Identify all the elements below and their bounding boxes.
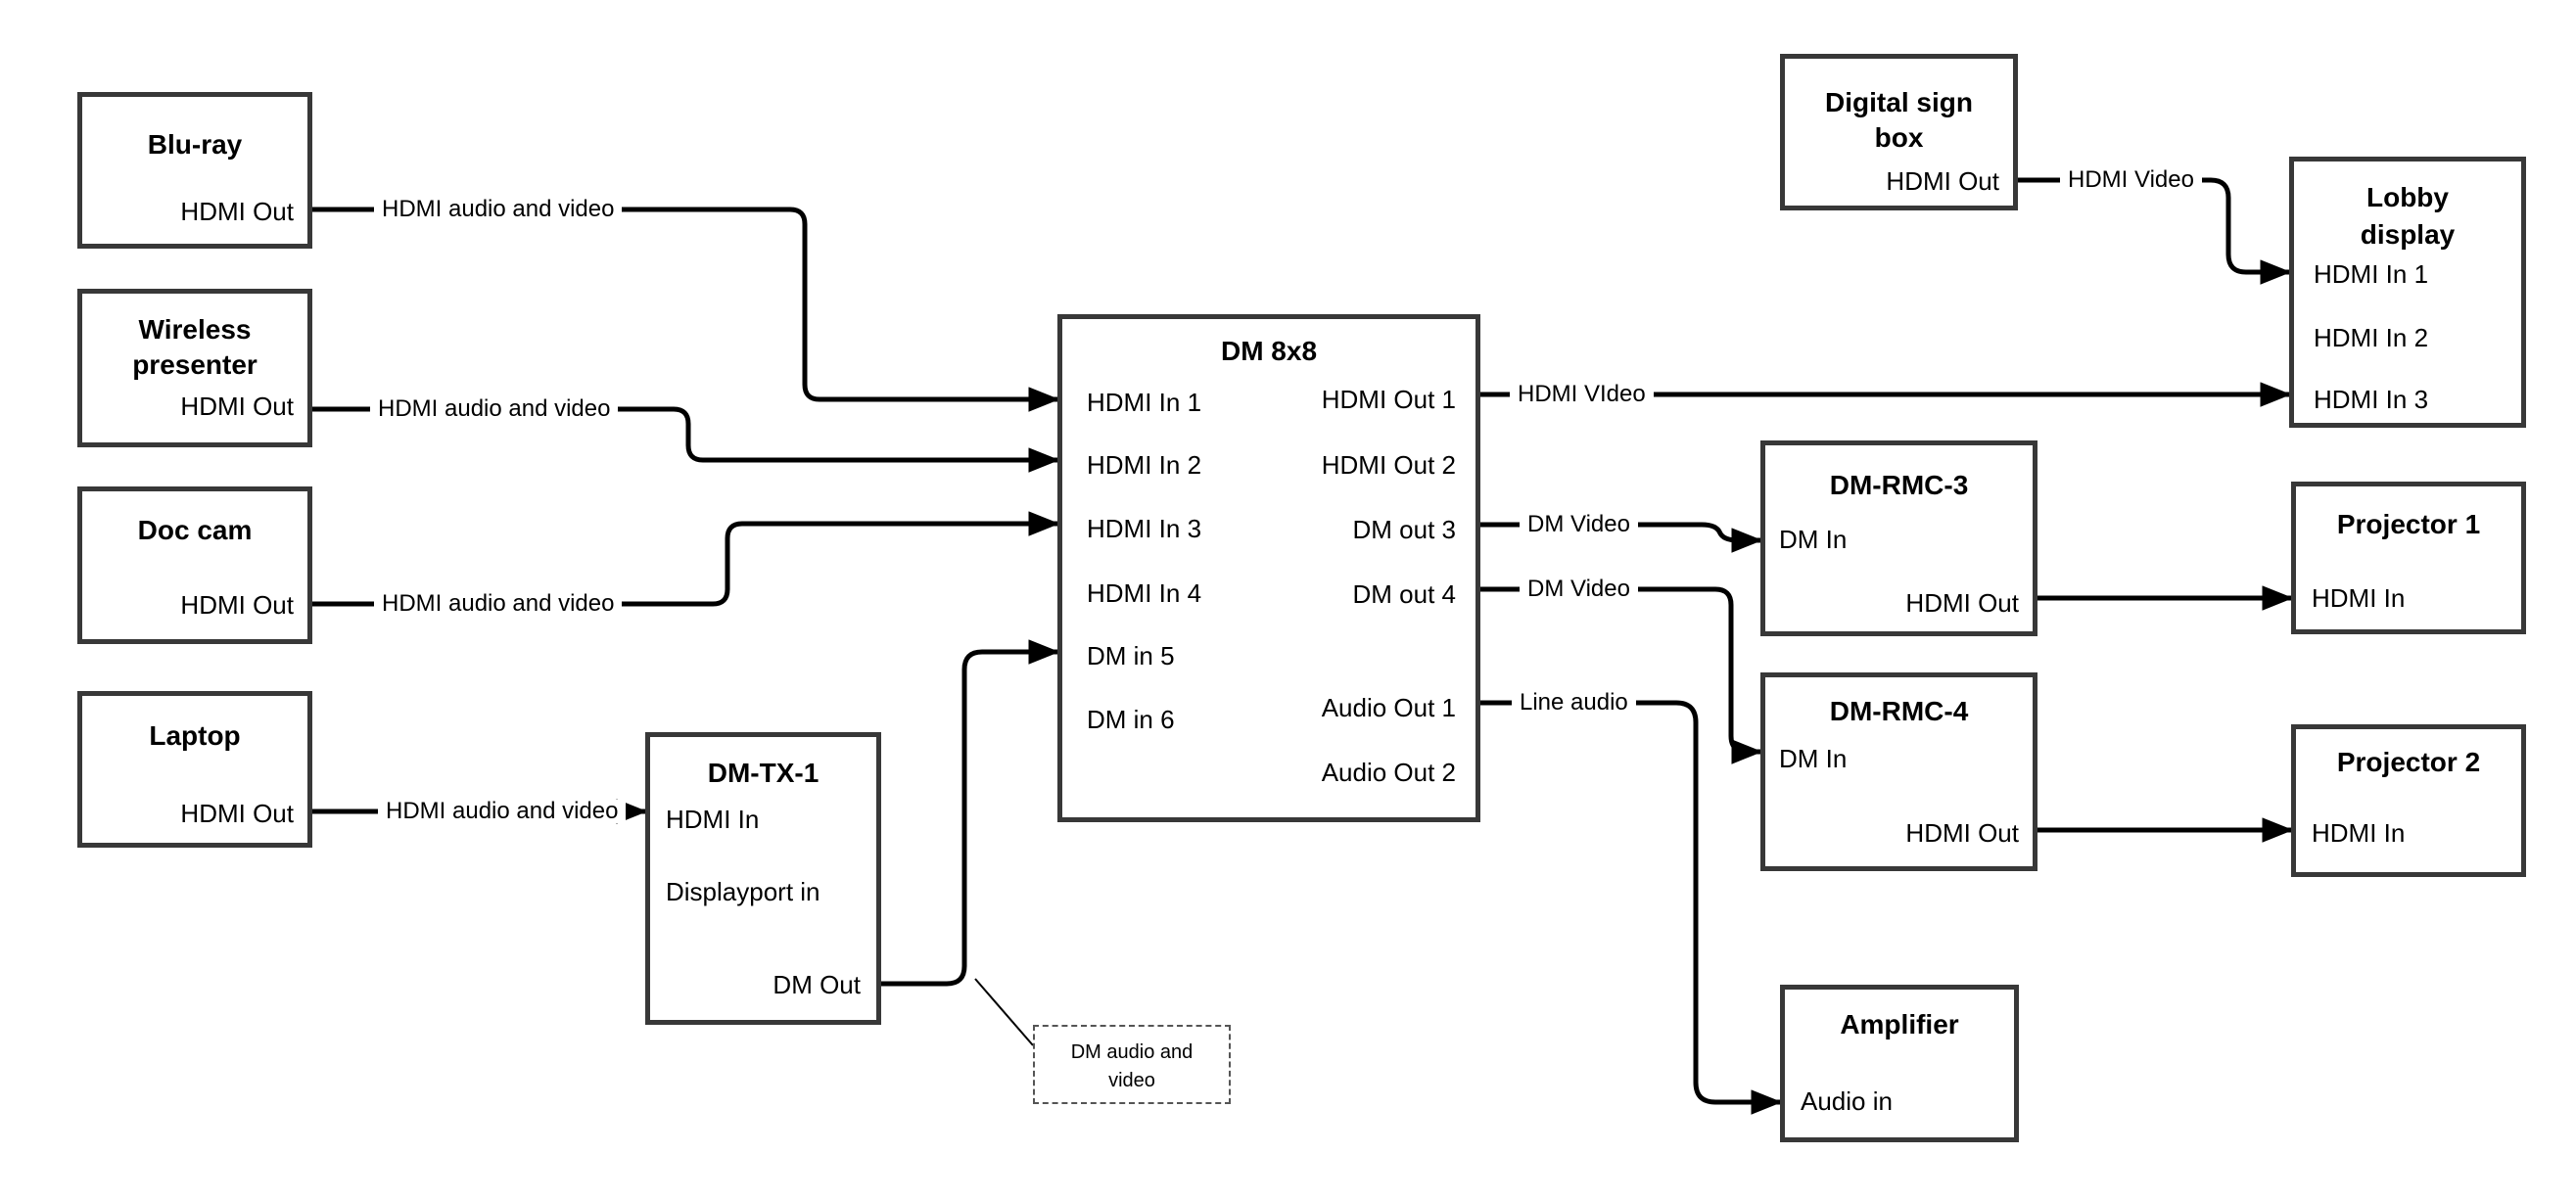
wire-dmtx1-to-dm8x8-in5: [881, 639, 1060, 987]
wire-doccam-to-dm8x8-in3: [312, 511, 1060, 607]
node-laptop-title: Laptop: [149, 720, 241, 751]
wire-label-dm-out3-video: DM Video: [1520, 513, 1638, 536]
note-dm-audio-video: DM audio and video: [1033, 1025, 1231, 1104]
node-dm8x8-port-dm-in-6: DM in 6: [1087, 705, 1175, 734]
node-dm8x8-port-hdmi-in-2: HDMI In 2: [1087, 450, 1202, 480]
node-dm8x8-port-hdmi-out-2: HDMI Out 2: [1321, 450, 1456, 480]
node-projector2-title: Projector 2: [2336, 747, 2481, 777]
node-digital-sign-box: Digital sign box HDMI Out: [1780, 54, 2018, 210]
wire-wireless-to-dm8x8-in2: [312, 406, 1060, 473]
node-amplifier: Amplifier Audio in: [1780, 985, 2019, 1142]
node-dmrmc4-port-dm-in: DM In: [1779, 744, 1848, 773]
node-dmrmc3-port-hdmi-out: HDMI Out: [1905, 588, 2019, 618]
node-projector1: Projector 1 HDMI In: [2291, 482, 2526, 634]
node-dmtx1-port-dm-out: DM Out: [773, 970, 861, 999]
node-doccam-port-hdmi-out: HDMI Out: [180, 590, 294, 620]
wire-label-audio-out1-line: Line audio: [1512, 691, 1636, 715]
node-dm8x8-title: DM 8x8: [1220, 336, 1318, 366]
node-lobby-display: Lobby display HDMI In 1 HDMI In 2 HDMI I…: [2289, 157, 2526, 428]
node-lobby-port-hdmi-in-2: HDMI In 2: [2314, 323, 2429, 352]
node-bluray-title: Blu-ray: [147, 129, 243, 160]
wire-dm8x8-out4-to-dmrmc4: [1480, 586, 1763, 764]
note-callout-line: [974, 978, 1034, 1046]
node-wireless-port-hdmi-out: HDMI Out: [180, 392, 294, 421]
node-laptop-port-hdmi-out: HDMI Out: [180, 799, 294, 828]
node-dm8x8-port-dm-out-3: DM out 3: [1352, 515, 1457, 544]
wire-label-doccam-hdmi-av: HDMI audio and video: [374, 592, 623, 616]
node-bluray-port-hdmi-out: HDMI Out: [180, 197, 294, 226]
node-dm8x8-port-hdmi-in-1: HDMI In 1: [1087, 388, 1202, 417]
node-dm8x8-port-hdmi-in-3: HDMI In 3: [1087, 514, 1202, 543]
wire-label-wireless-hdmi-av: HDMI audio and video: [370, 397, 619, 421]
node-lobby-port-hdmi-in-3: HDMI In 3: [2314, 385, 2429, 414]
node-dmrmc4-title: DM-RMC-4: [1829, 696, 1969, 726]
node-dm8x8-port-audio-out-2: Audio Out 2: [1321, 758, 1456, 787]
node-dm8x8-port-hdmi-out-1: HDMI Out 1: [1321, 385, 1456, 414]
node-dm8x8: DM 8x8 HDMI In 1 HDMI In 2 HDMI In 3 HDM…: [1057, 314, 1480, 822]
wire-digitalsign-to-lobby-in1: [2018, 177, 2292, 285]
wire-dm8x8-audio1-to-amp: [1480, 700, 1783, 1115]
node-dmtx1-port-hdmi-in: HDMI In: [666, 805, 760, 834]
node-dm8x8-port-dm-out-4: DM out 4: [1352, 579, 1457, 609]
node-amplifier-port-audio-in: Audio in: [1801, 1086, 1893, 1116]
node-digital-sign-port-hdmi-out: HDMI Out: [1886, 166, 1999, 196]
wire-dm8x8-out3-to-dmrmc3: [1480, 522, 1763, 553]
node-dm8x8-port-hdmi-in-4: HDMI In 4: [1087, 578, 1202, 608]
node-dmrmc3-port-dm-in: DM In: [1779, 525, 1848, 554]
node-wireless-presenter: Wireless presenter HDMI Out: [77, 289, 312, 447]
node-bluray: Blu-ray HDMI Out: [77, 92, 312, 249]
node-lobby-title-line2: display: [2360, 219, 2456, 250]
wire-bluray-to-dm8x8-in1: [312, 207, 1060, 412]
node-doccam: Doc cam HDMI Out: [77, 486, 312, 644]
node-lobby-port-hdmi-in-1: HDMI In 1: [2314, 259, 2429, 289]
node-projector1-title: Projector 1: [2336, 509, 2481, 539]
wire-label-digitalsign-video: HDMI Video: [2060, 168, 2202, 192]
wire-label-bluray-hdmi-av: HDMI audio and video: [374, 198, 623, 221]
node-dm8x8-port-audio-out-1: Audio Out 1: [1321, 693, 1456, 722]
node-digital-sign-title-line2: box: [1874, 122, 1924, 153]
node-wireless-title-line2: presenter: [132, 349, 258, 380]
node-doccam-title: Doc cam: [137, 515, 253, 545]
wire-label-hdmi-out1-video: HDMI VIdeo: [1510, 383, 1654, 406]
node-dmtx1: DM-TX-1 HDMI In Displayport in DM Out: [645, 732, 881, 1025]
node-dmrmc3-title: DM-RMC-3: [1829, 470, 1969, 500]
node-dmrmc3: DM-RMC-3 DM In HDMI Out: [1760, 440, 2037, 636]
node-digital-sign-title-line1: Digital sign: [1825, 87, 1973, 117]
wire-label-laptop-hdmi-av: HDMI audio and video: [378, 800, 627, 823]
note-line2: video: [1108, 1070, 1155, 1091]
node-dmtx1-port-displayport-in: Displayport in: [666, 877, 820, 906]
node-dmrmc4-port-hdmi-out: HDMI Out: [1905, 818, 2019, 848]
node-dm8x8-port-dm-in-5: DM in 5: [1087, 641, 1175, 670]
node-laptop: Laptop HDMI Out: [77, 691, 312, 848]
node-wireless-title-line1: Wireless: [138, 314, 252, 345]
node-dmtx1-title: DM-TX-1: [707, 758, 820, 788]
node-amplifier-title: Amplifier: [1840, 1009, 1959, 1039]
node-projector2-port-hdmi-in: HDMI In: [2312, 818, 2406, 848]
node-projector1-port-hdmi-in: HDMI In: [2312, 583, 2406, 613]
node-dmrmc4: DM-RMC-4 DM In HDMI Out: [1760, 672, 2037, 871]
node-lobby-title-line1: Lobby: [2366, 182, 2449, 212]
wire-label-dm-out4-video: DM Video: [1520, 577, 1638, 601]
node-projector2: Projector 2 HDMI In: [2291, 724, 2526, 877]
note-line1: DM audio and: [1070, 1041, 1194, 1063]
